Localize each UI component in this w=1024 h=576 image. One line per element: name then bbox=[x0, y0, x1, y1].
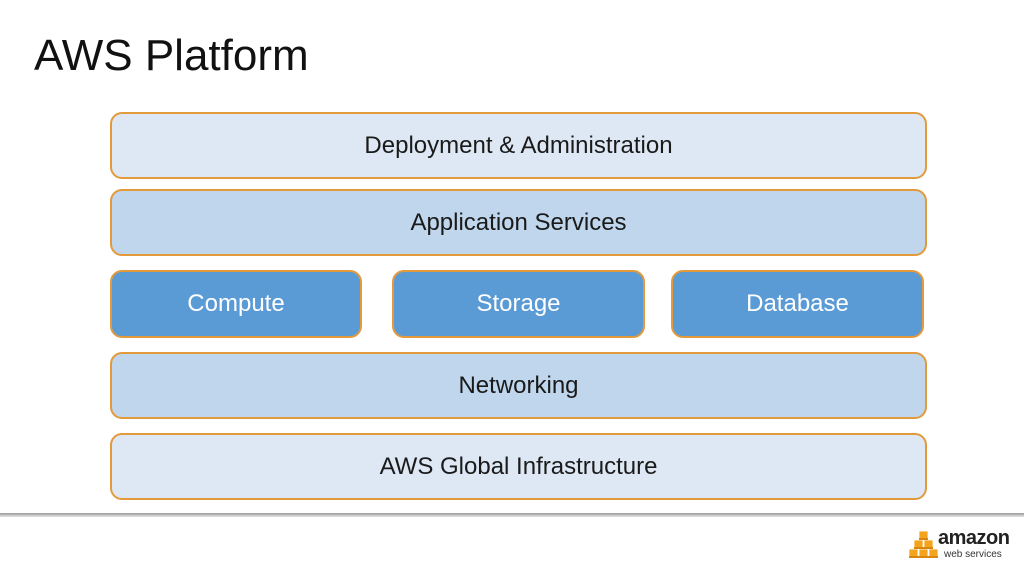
footer-divider bbox=[0, 513, 1024, 517]
global-infrastructure-label: AWS Global Infrastructure bbox=[379, 452, 658, 480]
compute-label: Compute bbox=[187, 290, 285, 317]
slide-title: AWS Platform bbox=[34, 31, 309, 80]
application-services-layer: Application Services bbox=[110, 189, 927, 256]
database-label: Database bbox=[746, 290, 849, 317]
amazon-web-services-logo: amazon web services bbox=[908, 524, 1010, 568]
database-block: Database bbox=[671, 270, 924, 338]
logo-subtitle: web services bbox=[944, 549, 1002, 560]
application-services-label: Application Services bbox=[410, 208, 627, 236]
logo-wordmark: amazon bbox=[938, 527, 1010, 549]
global-infrastructure-layer: AWS Global Infrastructure bbox=[110, 433, 927, 500]
storage-label: Storage bbox=[476, 290, 561, 317]
deployment-administration-label: Deployment & Administration bbox=[364, 131, 673, 159]
storage-block: Storage bbox=[392, 270, 645, 338]
networking-label: Networking bbox=[458, 371, 579, 399]
compute-block: Compute bbox=[110, 270, 362, 338]
deployment-administration-layer: Deployment & Administration bbox=[110, 112, 927, 179]
aws-cubes-icon bbox=[908, 530, 939, 559]
networking-layer: Networking bbox=[110, 352, 927, 419]
